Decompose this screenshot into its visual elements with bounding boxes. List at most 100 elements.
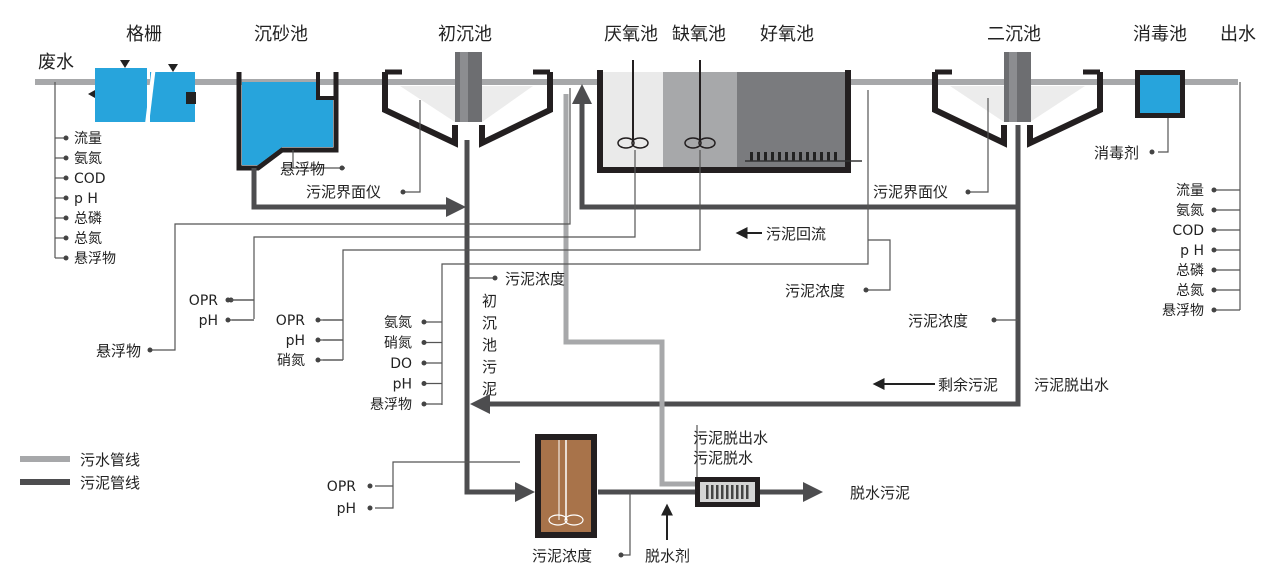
diffuser-peg <box>778 152 781 161</box>
aerobic-param-dot <box>421 319 427 325</box>
influent-param-0: 流量 <box>74 131 102 147</box>
label-ss-left: 悬浮物 <box>96 342 141 360</box>
effluent-param-1: 氨氮 <box>1176 203 1204 219</box>
legend-sludge-label: 污泥管线 <box>80 474 140 492</box>
instrument-dot <box>147 347 153 353</box>
effluent-param-dot <box>1211 287 1217 293</box>
effluent-param-3: p H <box>1180 243 1204 259</box>
effluent-param-5: 总氮 <box>1176 283 1204 299</box>
label-effluent: 出水 <box>1220 24 1256 45</box>
dewater-stripe <box>736 485 739 499</box>
title-secondary: 二沉池 <box>987 24 1041 45</box>
dewater-stripe <box>731 485 734 499</box>
effluent-param-4: 总磷 <box>1176 263 1204 279</box>
influent-param-6: 悬浮物 <box>74 251 116 267</box>
diffuser-peg <box>799 152 802 161</box>
label-ss-grit: 悬浮物 <box>280 160 325 178</box>
anoxic-param-2: 硝氮 <box>277 353 305 369</box>
grit-chamber <box>236 72 339 171</box>
diffuser-peg <box>813 152 816 161</box>
influent-param-3: p H <box>74 191 98 207</box>
diffuser-peg <box>834 152 837 161</box>
influent-param-1: 氨氮 <box>74 151 102 167</box>
label-dewater-top2: 污泥脱水 <box>693 449 753 467</box>
legend-sewage-label: 污水管线 <box>80 451 140 469</box>
instrument-dot <box>991 317 997 323</box>
label-primary-sludge-char: 初 <box>482 292 497 310</box>
thickener-param-0: OPR <box>327 479 356 495</box>
label-dewater-top1: 污泥脱出水 <box>693 429 768 447</box>
anaerobic-param-dot <box>225 317 231 323</box>
label-primary-sludge-char: 沉 <box>482 314 497 332</box>
anoxic-param-0: OPR <box>276 313 305 329</box>
label-sludge-conc-primary: 污泥浓度 <box>505 270 565 288</box>
influent-param-dot <box>63 175 69 181</box>
label-influent: 废水 <box>38 52 74 73</box>
aerobic-param-3: pH <box>393 377 412 393</box>
anoxic-param-dot <box>315 317 321 323</box>
influent-param-dot <box>63 155 69 161</box>
dewater-stripe <box>726 485 729 499</box>
influent-param-dot <box>63 215 69 221</box>
effluent-param-dot <box>1211 267 1217 273</box>
effluent-param-dot <box>1211 307 1217 313</box>
anaerobic-param-0: OPR <box>189 293 218 309</box>
instrument-leaders <box>54 82 1241 556</box>
anoxic-param-1: pH <box>286 333 305 349</box>
title-aerobic: 好氧池 <box>760 24 814 45</box>
aerobic-param-0: 氨氮 <box>384 315 412 331</box>
diffuser-peg <box>750 152 753 161</box>
thickener-params: OPR pH <box>327 479 373 517</box>
dewater-stripe <box>741 485 744 499</box>
primary-clarifier <box>382 52 553 148</box>
diffuser-peg <box>806 152 809 161</box>
dewater-stripe <box>721 485 724 499</box>
label-sludge-return: 污泥回流 <box>766 225 826 243</box>
label-sludge-conc-waste: 污泥浓度 <box>908 312 968 330</box>
effluent-param-6: 悬浮物 <box>1162 303 1204 319</box>
label-interface-secondary: 污泥界面仪 <box>873 183 948 201</box>
dewatering-machine <box>695 477 760 507</box>
title-grit: 沉砂池 <box>254 24 308 45</box>
thickener-param-dot <box>367 483 373 489</box>
label-sludge-conc-return: 污泥浓度 <box>785 282 845 300</box>
anaerobic-param-dot <box>225 297 231 303</box>
filtrate-return-line <box>563 94 697 487</box>
anaerobic-param-1: pH <box>199 313 218 329</box>
diffuser-peg <box>771 152 774 161</box>
effluent-param-dot <box>1211 227 1217 233</box>
aerobic-param-4: 悬浮物 <box>370 397 412 413</box>
bio-tanks <box>597 60 862 173</box>
instrument-dot <box>618 552 624 558</box>
diffuser-peg <box>757 152 760 161</box>
influent-param-dot <box>63 195 69 201</box>
aerobic-param-2: DO <box>390 356 412 372</box>
anoxic-param-dot <box>315 337 321 343</box>
anoxic-param-dot <box>315 357 321 363</box>
label-dewater-agent: 脱水剂 <box>645 547 690 565</box>
label-waste-sludge: 剩余污泥 <box>938 376 998 394</box>
dewater-stripe <box>716 485 719 499</box>
thickener-param-1: pH <box>337 501 356 517</box>
diffuser-peg <box>827 152 830 161</box>
diffuser-peg <box>764 152 767 161</box>
thickener-tank <box>535 434 597 538</box>
influent-param-4: 总磷 <box>74 211 102 227</box>
label-dewatered-sludge: 脱水污泥 <box>850 484 910 502</box>
screen-unit <box>88 60 196 125</box>
aerobic-param-dot <box>421 340 427 345</box>
influent-param-5: 总氮 <box>74 231 102 247</box>
effluent-param-dot <box>1211 207 1217 213</box>
instrument-dot <box>965 189 971 195</box>
effluent-param-dot <box>1211 247 1217 253</box>
label-primary-sludge-char: 池 <box>482 336 497 354</box>
legend: 污水管线 污泥管线 <box>20 451 140 492</box>
instrument-dot <box>339 165 345 171</box>
anoxic-params: OPR pH 硝氮 <box>276 313 343 369</box>
influent-param-dot <box>63 235 69 241</box>
diffuser-peg <box>820 152 823 161</box>
effluent-param-2: COD <box>1172 223 1204 239</box>
